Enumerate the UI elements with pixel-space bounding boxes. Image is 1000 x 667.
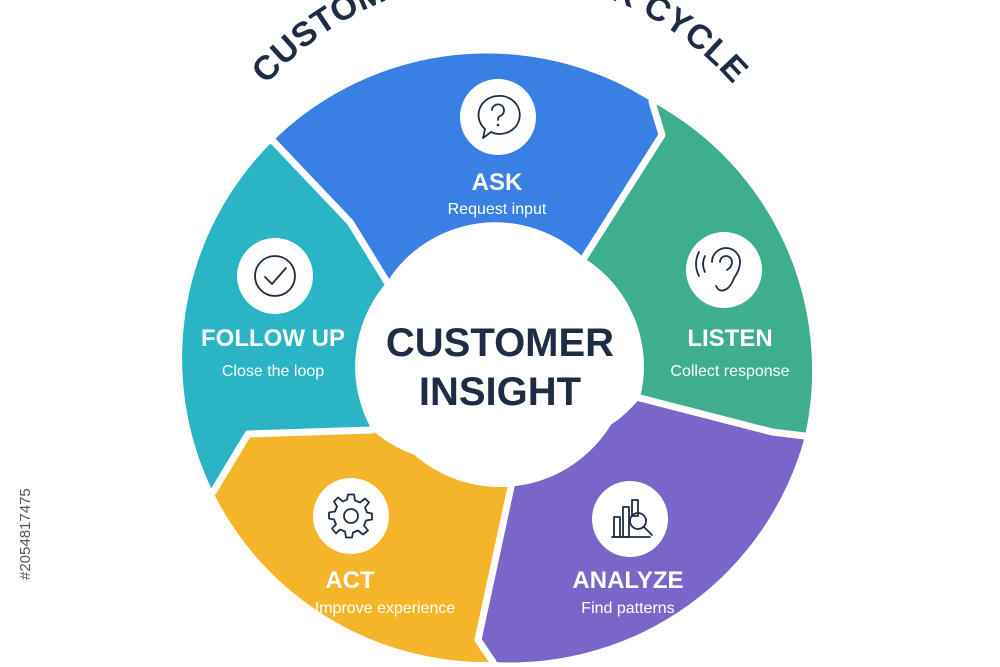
gear-icon [328,493,373,539]
stage-listen: LISTEN Collect response [670,232,790,380]
stage-follow-up-subtitle: Close the loop [222,363,324,380]
stage-listen-subtitle: Collect response [670,363,789,380]
stage-analyze-title: ANALYZE [572,567,683,594]
stage-analyze: ANALYZE Find patterns [572,481,684,617]
stage-ask-subtitle: Request input [448,201,547,218]
ear-icon-badge [686,232,762,308]
stage-follow-up-title: FOLLOW UP [201,325,345,352]
segment-ask [273,53,662,282]
checkmark-icon [254,255,296,297]
segment-follow-up [182,141,387,492]
gear-icon-badge [313,478,389,554]
center-circle [370,227,630,487]
chart-magnifier-icon [611,499,653,538]
center-line-1: CUSTOMER [386,321,614,365]
stage-listen-title: LISTEN [687,325,772,352]
stage-analyze-subtitle: Find patterns [581,600,674,617]
stage-ask: ASK Request input [448,79,547,218]
stage-follow-up: FOLLOW UP Close the loop [201,238,345,380]
stage-act-title: ACT [325,567,375,594]
stage-act: ACT Improve experience [313,478,455,617]
stage-act-subtitle: Improve experience [315,600,456,617]
question-bubble-icon [477,95,521,139]
ear-icon [695,247,741,292]
stage-ask-title: ASK [472,169,523,196]
checkmark-icon-badge [237,238,313,314]
stock-image-id: #2054817475 [17,488,34,580]
center-line-2: INSIGHT [419,370,581,414]
